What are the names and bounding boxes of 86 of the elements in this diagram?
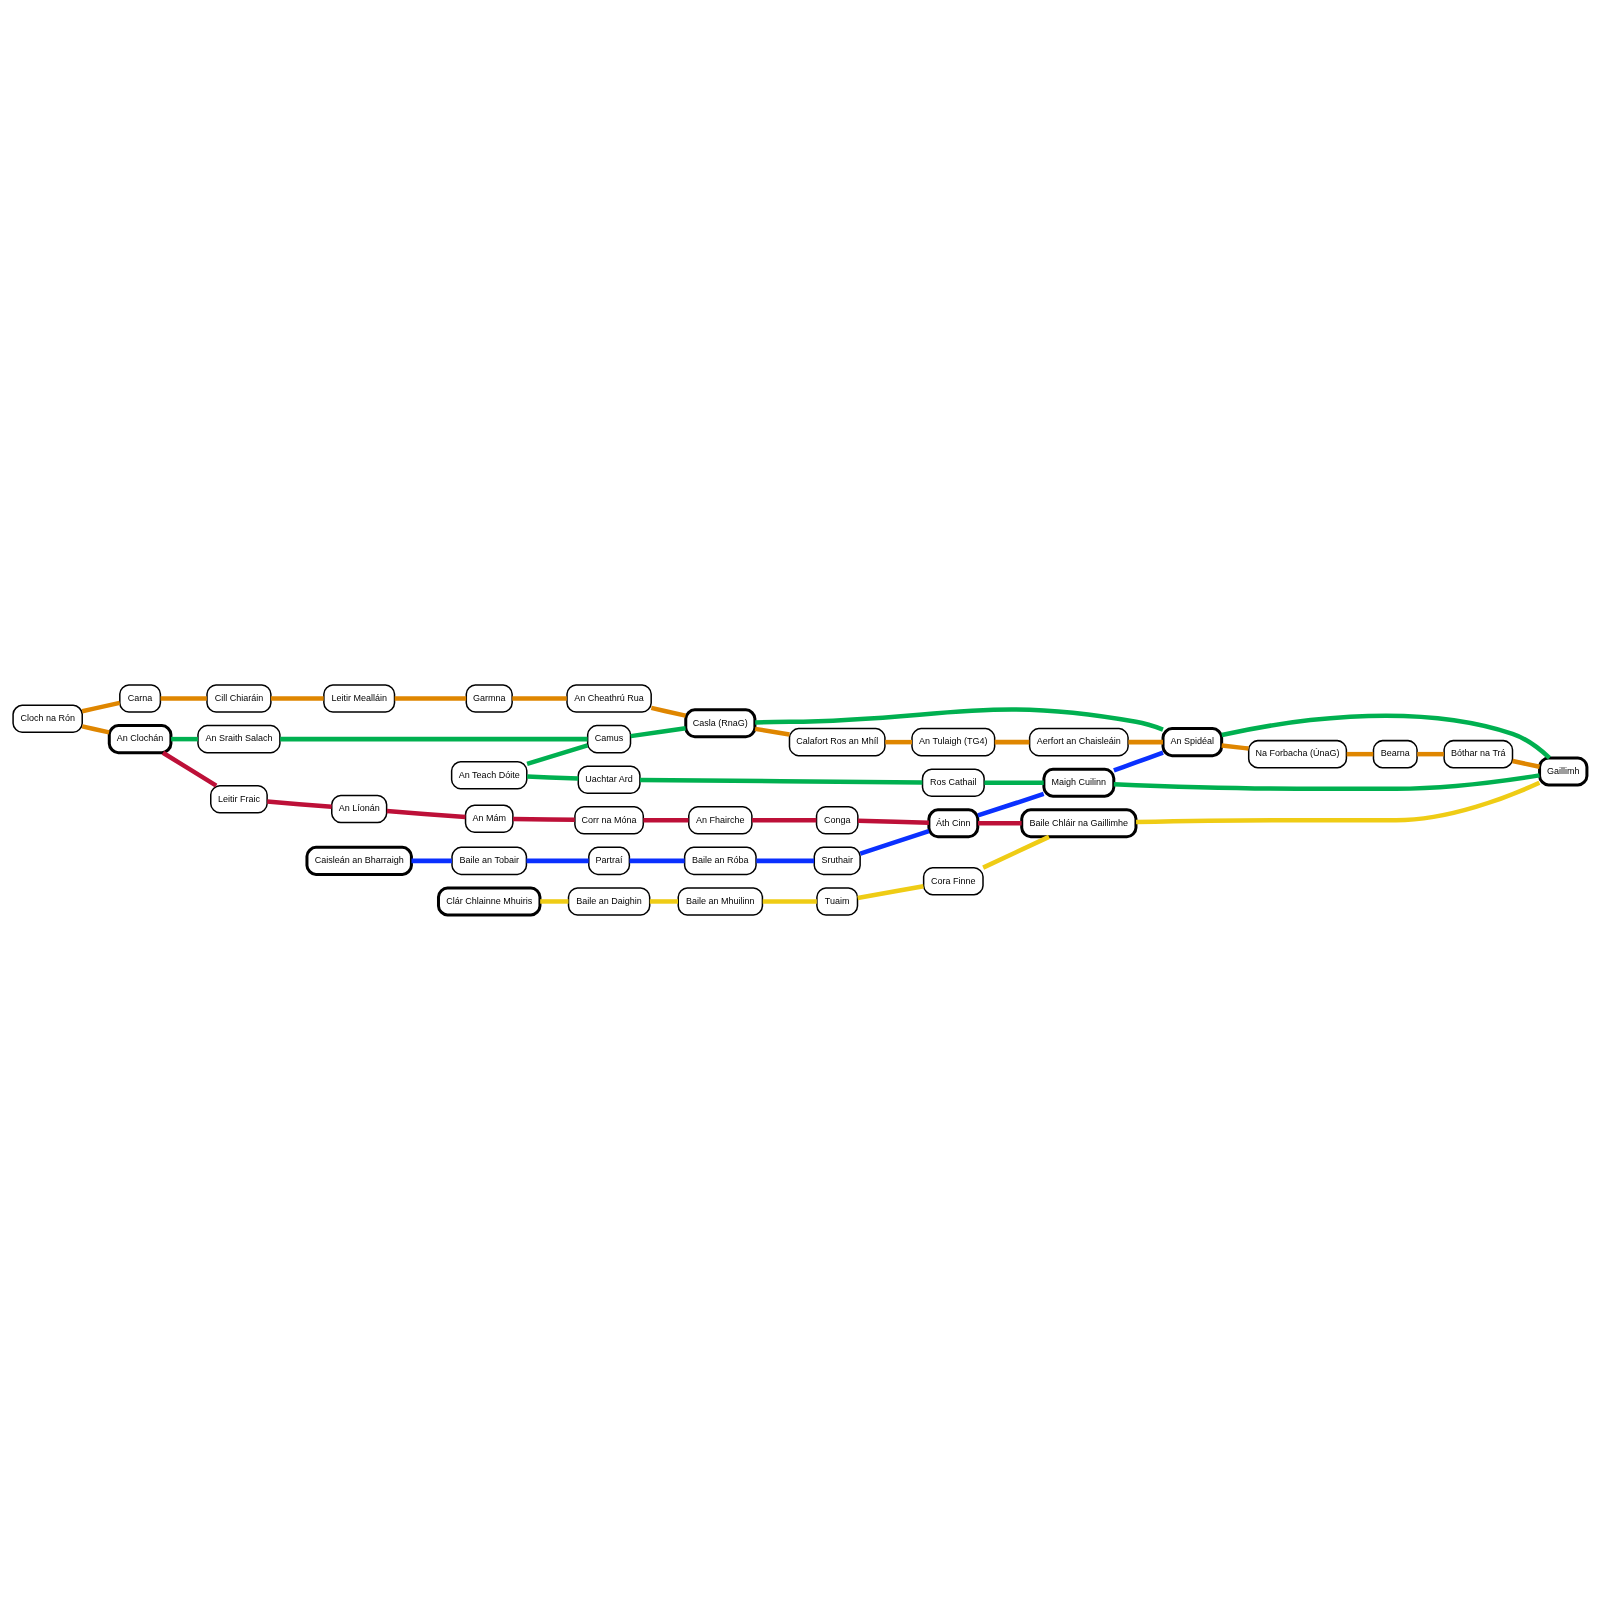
node-box: Baile an Róba bbox=[683, 846, 757, 876]
connector bbox=[527, 774, 579, 781]
connector bbox=[171, 736, 198, 742]
node-box: Camus bbox=[586, 724, 632, 754]
node-box: An Mám bbox=[464, 804, 514, 834]
connector bbox=[526, 743, 589, 767]
node-box: Cill Chiaráin bbox=[206, 684, 272, 713]
connector bbox=[81, 700, 121, 714]
node-box: An Teach Dóite bbox=[450, 760, 528, 790]
node-box: Leitir Fraic bbox=[210, 784, 268, 814]
connector bbox=[394, 696, 467, 701]
connector bbox=[978, 821, 1022, 826]
connector bbox=[859, 828, 930, 856]
node-box: Na Forbacha (ÚnaG) bbox=[1247, 739, 1348, 769]
node-box: Cora Finne bbox=[922, 866, 984, 896]
node-box: An Fhairche bbox=[688, 806, 753, 835]
node-box: Leitir Mealláin bbox=[323, 684, 396, 713]
node-box: Sruthair bbox=[813, 846, 861, 876]
connector bbox=[755, 707, 1164, 732]
node-box: Baile Chláir na Gaillimhe bbox=[1020, 808, 1138, 839]
connector bbox=[1221, 713, 1551, 760]
node-box: Corr na Móna bbox=[574, 806, 645, 835]
connector bbox=[513, 816, 575, 823]
connector bbox=[540, 899, 569, 904]
connector bbox=[161, 750, 218, 788]
connector bbox=[977, 791, 1045, 818]
node-box: Cloch na Rón bbox=[12, 704, 83, 734]
node-box: Gaillimh bbox=[1538, 756, 1589, 787]
connector bbox=[1417, 751, 1444, 757]
connector bbox=[643, 818, 689, 823]
connector bbox=[512, 696, 567, 701]
connector bbox=[629, 858, 685, 864]
connector bbox=[267, 799, 332, 810]
node-box: Clár Chlainne Mhuiris bbox=[436, 886, 542, 917]
connector bbox=[639, 777, 923, 785]
node-box: Aerfort an Chaisleáin bbox=[1028, 727, 1129, 757]
connector bbox=[280, 736, 588, 742]
node-box: An Tulaigh (TG4) bbox=[911, 727, 996, 757]
node-box: Bearna bbox=[1372, 739, 1418, 769]
connector bbox=[270, 696, 324, 701]
node-box: Ros Cathail bbox=[921, 768, 985, 797]
connector bbox=[81, 724, 110, 735]
connector bbox=[386, 808, 466, 820]
connector bbox=[649, 899, 678, 904]
connector bbox=[160, 696, 207, 701]
connector bbox=[857, 818, 929, 825]
node-box: Garmna bbox=[465, 684, 513, 713]
node-box: Calafort Ros an Mhíl bbox=[788, 727, 886, 757]
connector bbox=[650, 705, 687, 718]
node-box: An Sraith Salach bbox=[197, 724, 281, 754]
node-box: Áth Cinn bbox=[927, 808, 980, 839]
connector bbox=[526, 858, 589, 864]
node-box: An Líonán bbox=[331, 794, 388, 824]
connector bbox=[1113, 773, 1540, 791]
node-box: Bóthar na Trá bbox=[1443, 739, 1514, 769]
connector bbox=[756, 858, 815, 864]
node-box: Conga bbox=[815, 806, 859, 835]
connector bbox=[762, 899, 817, 904]
connector bbox=[857, 884, 924, 901]
connector bbox=[1346, 751, 1374, 757]
connector bbox=[1113, 750, 1164, 773]
connector bbox=[982, 834, 1050, 870]
connector bbox=[994, 739, 1030, 745]
node-box: Carna bbox=[119, 684, 162, 713]
node-box: Caisleán an Bharraigh bbox=[305, 845, 413, 876]
connector bbox=[754, 726, 790, 737]
node-box: Baile an Mhuilinn bbox=[677, 887, 764, 916]
node-box: An Spidéal bbox=[1161, 727, 1224, 758]
connector bbox=[1128, 739, 1163, 745]
connector bbox=[885, 739, 912, 745]
node-box: Casla (RnaG) bbox=[684, 708, 757, 739]
node-box: Baile an Tobair bbox=[451, 846, 528, 876]
connector bbox=[752, 818, 817, 823]
node-box: Uachtar Ard bbox=[577, 765, 641, 794]
node-box: Partraí bbox=[588, 846, 631, 876]
node-box: An Clochán bbox=[107, 724, 173, 755]
connector bbox=[630, 726, 686, 739]
node-box: An Cheathrú Rua bbox=[566, 684, 652, 713]
node-box: Baile an Daighin bbox=[567, 887, 651, 916]
node-box: Maigh Cuilinn bbox=[1042, 767, 1116, 798]
node-box: Tuaim bbox=[816, 887, 859, 916]
connector bbox=[1512, 758, 1540, 769]
connector bbox=[984, 780, 1044, 785]
connector bbox=[1136, 780, 1541, 825]
connector bbox=[411, 858, 452, 864]
connector bbox=[1221, 743, 1249, 751]
